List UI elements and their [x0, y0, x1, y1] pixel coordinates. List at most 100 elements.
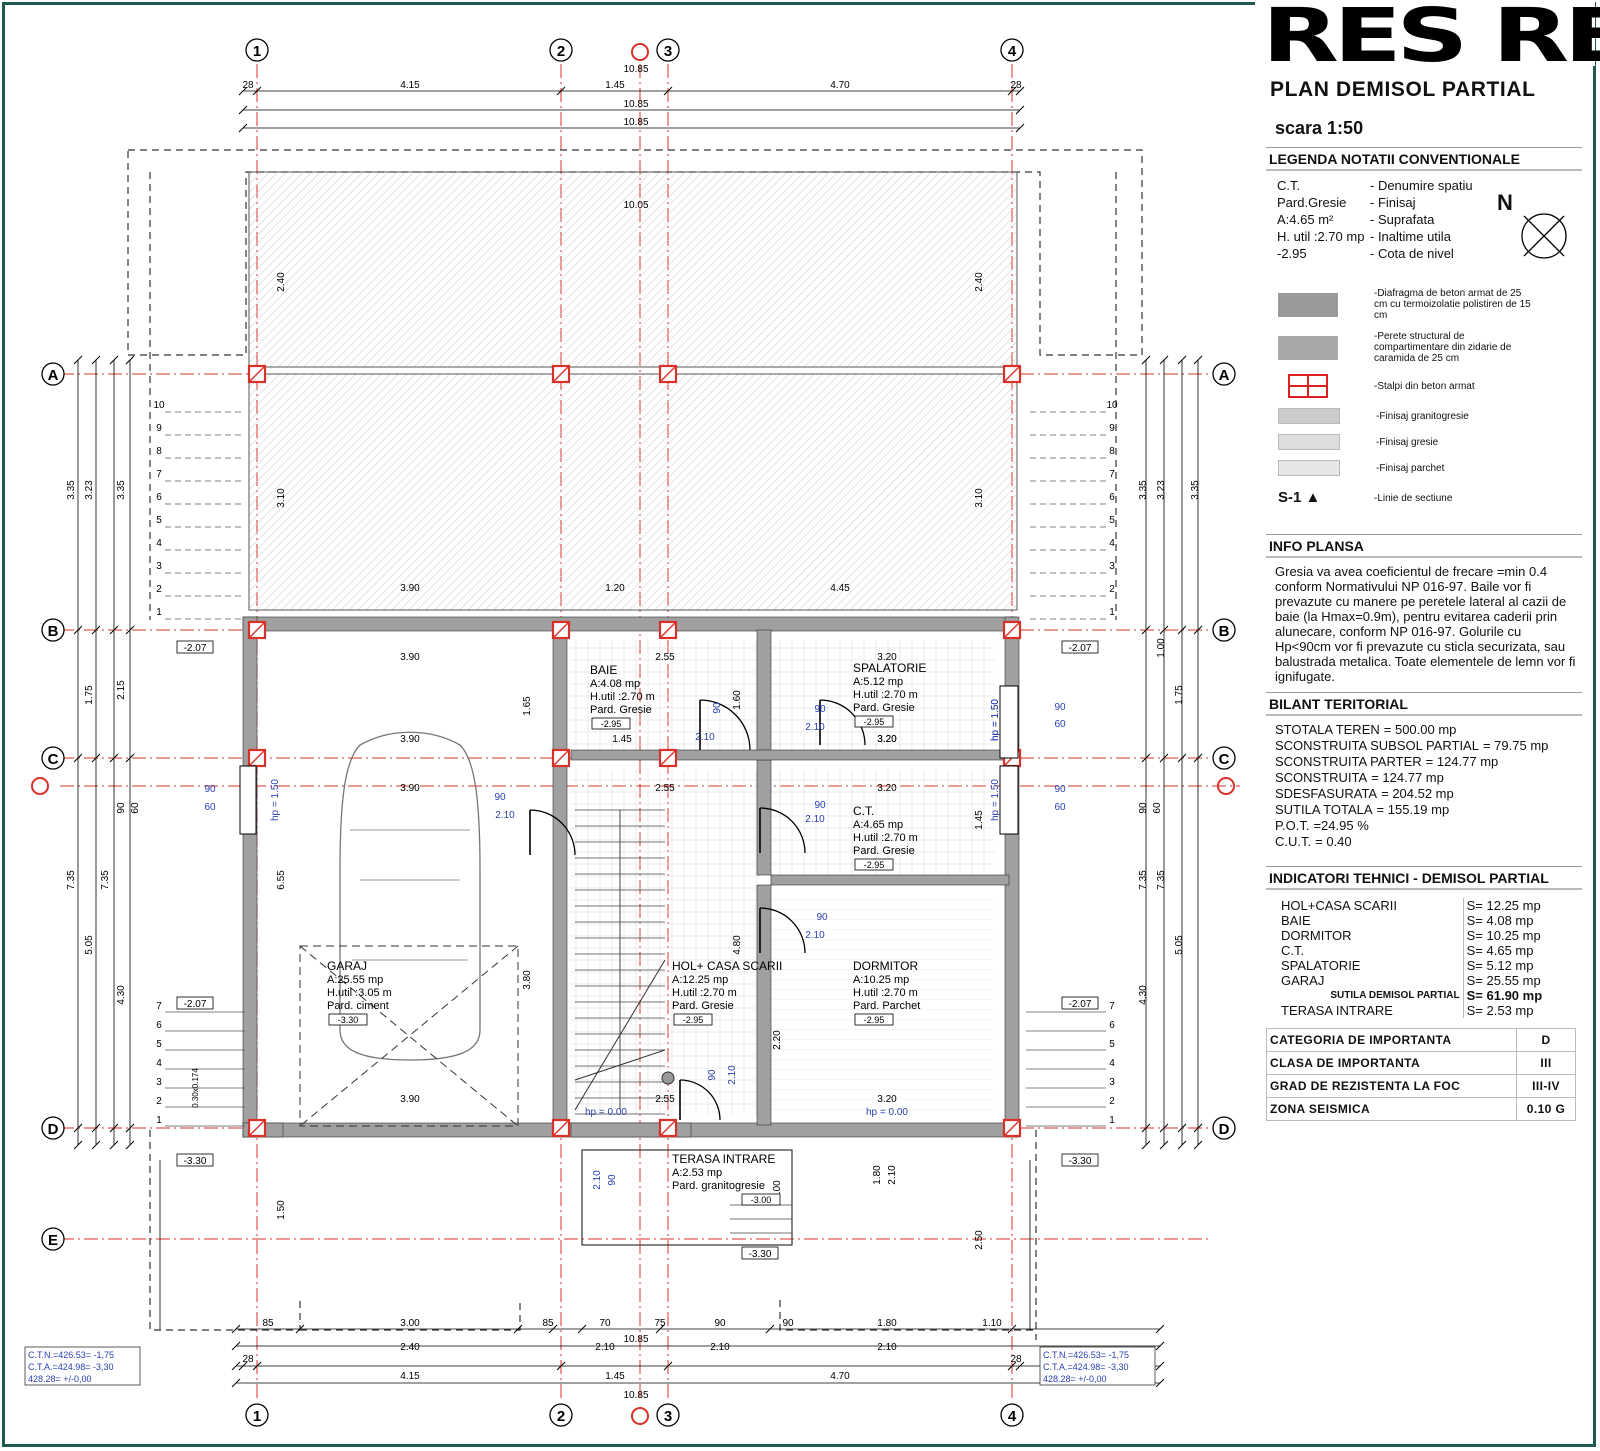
axis-label: B: [1219, 623, 1230, 640]
slab-middle: [248, 373, 1018, 611]
dimension-text: 3.90: [400, 734, 420, 745]
dimension-text: 1.45: [974, 810, 985, 830]
info-title: INFO PLANSA: [1266, 534, 1582, 558]
dimension-text: 3.35: [66, 480, 77, 500]
axis-label: 1: [253, 43, 261, 60]
bilant-row: SDESFASURATA= 204.52 mp: [1275, 786, 1578, 802]
stair-newel: [661, 1071, 675, 1085]
dimension-text: 1.10: [982, 1318, 1002, 1329]
ctn-box: [1039, 1346, 1156, 1386]
level-tag: [854, 858, 894, 871]
level-tag: [673, 1013, 713, 1026]
dimension-text: 4.70: [830, 1371, 850, 1382]
ctn-text: 428.28= +/-0,00: [28, 1374, 92, 1384]
room-name: DORMITOR: [853, 959, 918, 973]
room-name: TERASA INTRARE: [672, 1152, 775, 1166]
dimension-text: 3.23: [84, 480, 95, 500]
dimension-text: 3.35: [1138, 480, 1149, 500]
legend-key: -2.95: [1277, 246, 1307, 261]
axis-bubble: [1000, 38, 1024, 62]
axis-bubble: [41, 1116, 65, 1140]
axis-bubble: [245, 1403, 269, 1427]
stair-number: 6: [156, 1020, 162, 1031]
legend-symbol-label: -Linie de sectiune: [1374, 492, 1453, 504]
dimension-text: 60: [1054, 802, 1066, 813]
dimension-text: 1.65: [522, 696, 533, 716]
bilant-row: SCONSTRUITA= 124.77 mp: [1275, 770, 1578, 786]
level-tag: [1061, 640, 1099, 654]
dimension-text: 10.05: [623, 200, 648, 211]
room-finish: Pard. ciment: [327, 1000, 389, 1012]
dimension-text: 7.35: [1138, 870, 1149, 890]
dimension-text: 2.55: [655, 1094, 675, 1105]
dimension-text: 4.30: [116, 985, 127, 1005]
dimension-text: 6.55: [276, 870, 287, 890]
stair-number: 8: [1109, 446, 1115, 457]
stair-number: 1: [1109, 607, 1115, 618]
dimension-text: 90: [712, 702, 723, 714]
axis-label: C: [1219, 751, 1230, 768]
dimension-text: 2.10: [592, 1170, 603, 1190]
level-tag: [176, 640, 214, 654]
categorie-key: CLASA DE IMPORTANTA: [1266, 1051, 1517, 1075]
wall: [242, 616, 1018, 632]
dimension-text: 3.00: [400, 1318, 420, 1329]
axis-bubble: [41, 618, 65, 642]
dimension-text: 90: [782, 1318, 794, 1329]
dimension-text: 1.50: [276, 1200, 287, 1220]
bilant-value: = 0.40: [1315, 834, 1352, 849]
sheet-scale: scara 1:50: [1275, 118, 1364, 138]
room-finish: Pard. Gresie: [590, 704, 652, 716]
ct-floor: [770, 770, 995, 875]
axis-bubble: [1212, 746, 1236, 770]
bilant-value: = 500.00 mp: [1383, 722, 1457, 737]
dimension-text: 3.90: [400, 583, 420, 594]
axis-bubble: [549, 1403, 573, 1427]
room-level: -2.95: [864, 717, 885, 727]
stair-number: 10: [1106, 400, 1118, 411]
room-area: A:5.12 mp: [853, 676, 903, 688]
baie-floor: [570, 640, 760, 750]
logo-background: [1255, 2, 1595, 66]
dimension-text: 10.85: [623, 1390, 648, 1401]
legend-symbol-row: -Perete structural de compartimentare di…: [1278, 331, 1582, 364]
axis-bubble: [41, 746, 65, 770]
indicator-value: S= 10.25 mp: [1462, 928, 1575, 943]
stair-number: 5: [1109, 1039, 1115, 1050]
dimension-text: 4.15: [400, 1371, 420, 1382]
room-height: H.util :3.05 m: [327, 987, 392, 999]
dimension-text: 60: [1054, 719, 1066, 730]
level-tag: [328, 1013, 368, 1026]
dimension-text: 75: [654, 1318, 666, 1329]
dimension-text: 4.45: [830, 583, 850, 594]
north-label: N: [1497, 190, 1513, 215]
legend-row: -2.95- Cota de nivel: [1277, 245, 1582, 262]
indicator-row: C.T.S= 4.65 mp: [1278, 943, 1575, 958]
dimension-text: 70: [599, 1318, 611, 1329]
dimension-text: 90: [714, 1318, 726, 1329]
dimension-text: -2.07: [184, 999, 207, 1010]
ctn-box: [24, 1346, 141, 1386]
categorie-key: CATEGORIA DE IMPORTANTA: [1266, 1028, 1517, 1052]
room-finish: Pard. Gresie: [853, 845, 915, 857]
indicator-value: S= 12.25 mp: [1462, 898, 1575, 913]
window: [999, 765, 1019, 835]
dimension-text: 1.60: [732, 690, 743, 710]
room-name: SPALATORIE: [853, 661, 926, 675]
dimension-text: 3.35: [116, 480, 127, 500]
bilant-value: =24.95 %: [1313, 818, 1369, 833]
north-arrow-icon: [1521, 213, 1567, 259]
level-tag: [741, 1246, 779, 1260]
legend-value: - Denumire spatiu: [1370, 178, 1473, 193]
stair-number: 2: [156, 584, 162, 595]
ctn-text: C.T.A.=424.98= -3,30: [1043, 1362, 1129, 1372]
categorie-key: ZONA SEISMICA: [1266, 1097, 1517, 1121]
legend-symbol-row: -Finisaj granitogresie: [1278, 408, 1582, 424]
hp-label: hp = 0.00: [585, 1107, 627, 1118]
categorie-value: III: [1516, 1051, 1576, 1075]
dimension-text: 3.10: [276, 488, 287, 508]
